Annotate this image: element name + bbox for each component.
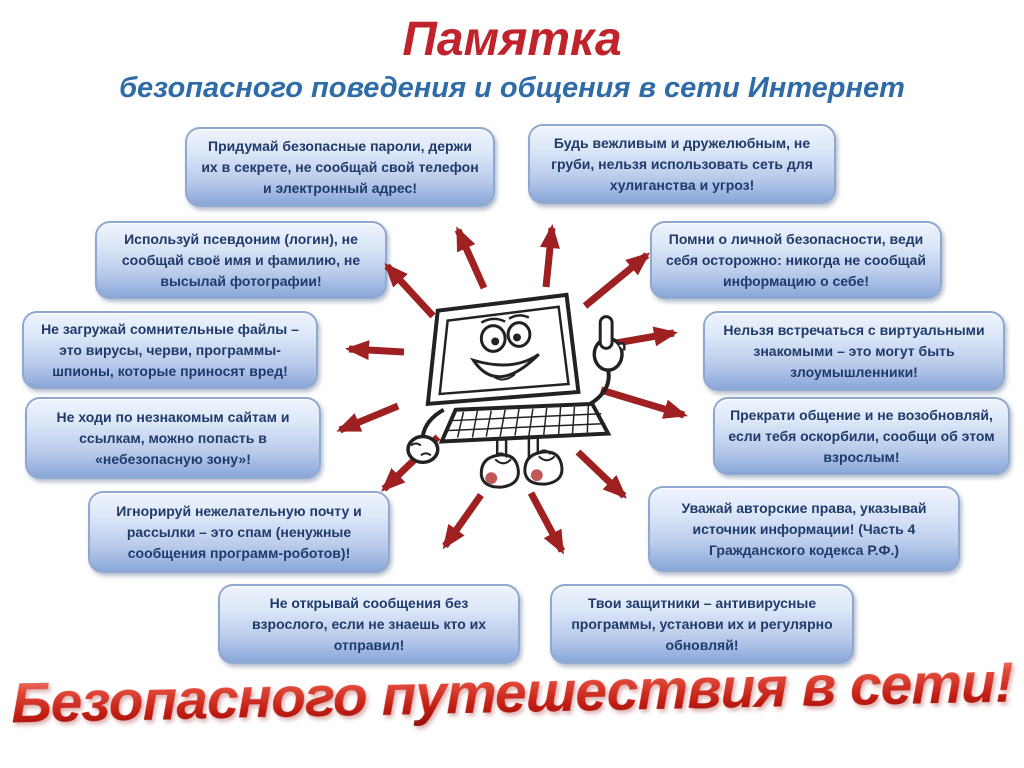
arrow-to-files xyxy=(345,340,405,361)
tip-box-sites: Не ходи по незнакомым сайтам и ссылкам, … xyxy=(25,397,321,479)
laptop-keys xyxy=(456,405,590,438)
laptop-eyebrows xyxy=(480,314,530,324)
arrow-to-copyright xyxy=(575,449,627,499)
tip-text: Игнорируй нежелательную почту и рассылки… xyxy=(116,502,362,561)
arrow-to-strangers xyxy=(615,326,678,347)
tip-box-antivirus: Твои защитники – антивирусные программы,… xyxy=(550,584,854,664)
laptop-sneaker xyxy=(479,453,520,489)
laptop-keyboard xyxy=(438,401,612,444)
tip-text: Уважай авторские права, указывай источни… xyxy=(681,499,927,558)
tip-text: Будь вежливым и дружелюбным, не груби, н… xyxy=(551,134,813,193)
arrow-to-personal-safety xyxy=(582,252,651,309)
tip-box-personal-safety: Помни о личной безопасности, веди себя о… xyxy=(650,221,942,299)
tip-text: Используй псевдоним (логин), не сообщай … xyxy=(121,230,361,289)
arrow-to-passwords xyxy=(454,226,488,290)
tip-text: Прекрати общение и не возобновляй, если … xyxy=(728,406,995,465)
arrow-to-antivirus xyxy=(527,491,566,555)
laptop-cartoon xyxy=(406,292,626,489)
tip-box-stop-communication: Прекрати общение и не возобновляй, если … xyxy=(713,397,1010,475)
tip-box-polite: Будь вежливым и дружелюбным, не груби, н… xyxy=(528,124,836,204)
tip-box-messages: Не открывай сообщения без взрослого, есл… xyxy=(218,584,520,664)
laptop-tongue xyxy=(492,373,516,381)
tip-text: Твои защитники – антивирусные программы,… xyxy=(571,594,833,653)
laptop-smile xyxy=(469,353,540,379)
laptop-right-arm xyxy=(589,369,611,406)
tip-box-strangers: Нельзя встречаться с виртуальными знаком… xyxy=(703,311,1005,391)
tip-text: Помни о личной безопасности, веди себя о… xyxy=(665,230,927,289)
tip-box-files: Не загружай сомнительные файлы – это вир… xyxy=(22,311,318,389)
tip-text: Не открывай сообщения без взрослого, есл… xyxy=(251,594,487,653)
tip-text: Придумай безопасные пароли, держи их в с… xyxy=(201,137,479,196)
tip-box-pseudonym: Используй псевдоним (логин), не сообщай … xyxy=(95,221,387,299)
tip-text: Не загружай сомнительные файлы – это вир… xyxy=(41,320,299,379)
tip-text: Нельзя встречаться с виртуальными знаком… xyxy=(723,321,985,380)
laptop-left-fist xyxy=(406,434,440,465)
laptop-left-arm xyxy=(420,408,445,437)
laptop-sneaker xyxy=(523,450,564,486)
arrow-to-pseudonym xyxy=(384,263,436,319)
arrow-to-polite xyxy=(540,224,560,288)
arrow-to-sites xyxy=(336,402,400,434)
laptop-index-finger xyxy=(598,315,614,350)
page-title: Памятка xyxy=(402,13,622,66)
tip-box-spam: Игнорируй нежелательную почту и рассылки… xyxy=(88,491,390,573)
page-subtitle: безопасного поведения и общения в сети И… xyxy=(119,72,905,104)
tip-text: Не ходи по незнакомым сайтам и ссылкам, … xyxy=(56,408,290,467)
tip-box-passwords: Придумай безопасные пароли, держи их в с… xyxy=(185,127,495,207)
arrow-to-messages xyxy=(442,492,484,550)
arrow-to-stop-communication xyxy=(599,386,688,419)
tip-box-copyright: Уважай авторские права, указывай источни… xyxy=(648,486,960,572)
